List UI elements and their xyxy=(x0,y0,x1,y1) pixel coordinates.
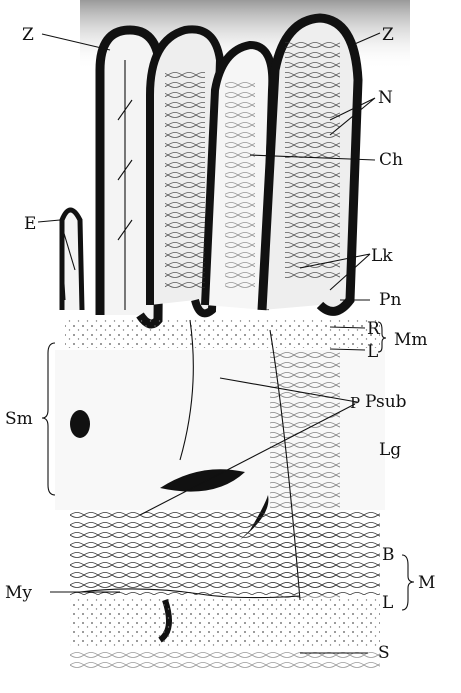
vessel-small xyxy=(70,410,90,438)
label-psub: Psub xyxy=(365,392,407,412)
villi xyxy=(62,18,358,324)
brace-m xyxy=(402,555,414,610)
label-b: B xyxy=(382,545,395,565)
label-s: S xyxy=(378,643,390,663)
label-e: E xyxy=(24,214,36,234)
muscularis-mucosae xyxy=(65,318,380,348)
label-l-mm: L xyxy=(367,342,378,362)
label-z-right: Z xyxy=(382,25,394,45)
muscularis-externa xyxy=(70,510,380,668)
label-n: N xyxy=(378,88,393,108)
label-p-small: P xyxy=(350,394,360,412)
label-sm: Sm xyxy=(5,409,33,429)
label-mm: Mm xyxy=(394,330,428,350)
label-lk: Lk xyxy=(371,246,393,266)
label-r: R xyxy=(367,319,381,339)
label-pn: Pn xyxy=(379,290,401,310)
label-my: My xyxy=(5,583,32,603)
label-m: M xyxy=(418,573,435,593)
label-lg: Lg xyxy=(379,440,401,460)
brace-sm xyxy=(42,343,55,495)
label-z-left: Z xyxy=(22,25,34,45)
label-l-m: L xyxy=(382,593,393,613)
label-ch: Ch xyxy=(379,150,403,170)
